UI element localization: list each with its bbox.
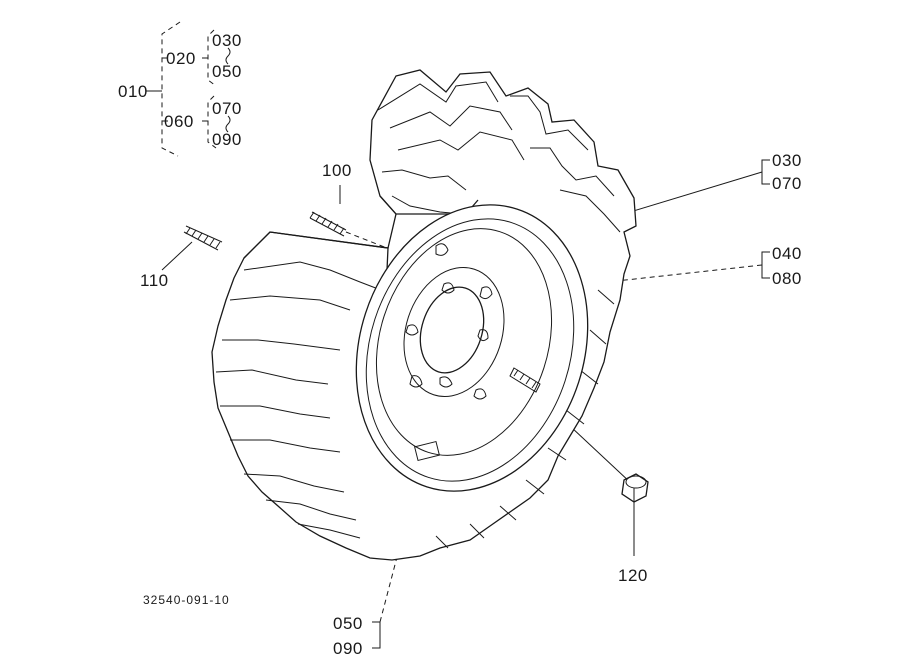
callout-nut-label: 120 [618, 566, 648, 585]
drawing-code: 32540-091-10 [143, 593, 230, 607]
stud-110 [183, 225, 223, 251]
callout-tire-label: 070 [772, 174, 802, 193]
callout-rim-label: 080 [772, 269, 802, 288]
tree-root-label: 010 [118, 82, 148, 101]
callout-rim-label: 040 [772, 244, 802, 263]
tree-child-label: 030 [212, 31, 242, 50]
valve-stem [509, 367, 541, 393]
callout-stud-label: 100 [322, 161, 352, 180]
hardware [183, 211, 649, 503]
tree-child-label: 050 [212, 62, 242, 81]
tree-child-label: 070 [212, 99, 242, 118]
parts-tree-lines [146, 21, 231, 157]
callout-stud-label: 110 [140, 271, 169, 290]
callout-valve-label: 090 [333, 639, 363, 658]
tree-child-label: 090 [212, 130, 242, 149]
callout-tire-label: 030 [772, 151, 802, 170]
stud-100 [309, 211, 347, 237]
callout-valve-label: 050 [333, 614, 363, 633]
rim [355, 204, 589, 492]
tree-group-label: 060 [164, 112, 194, 131]
tree-group-label: 020 [166, 49, 196, 68]
valve-cap-120 [621, 473, 649, 503]
